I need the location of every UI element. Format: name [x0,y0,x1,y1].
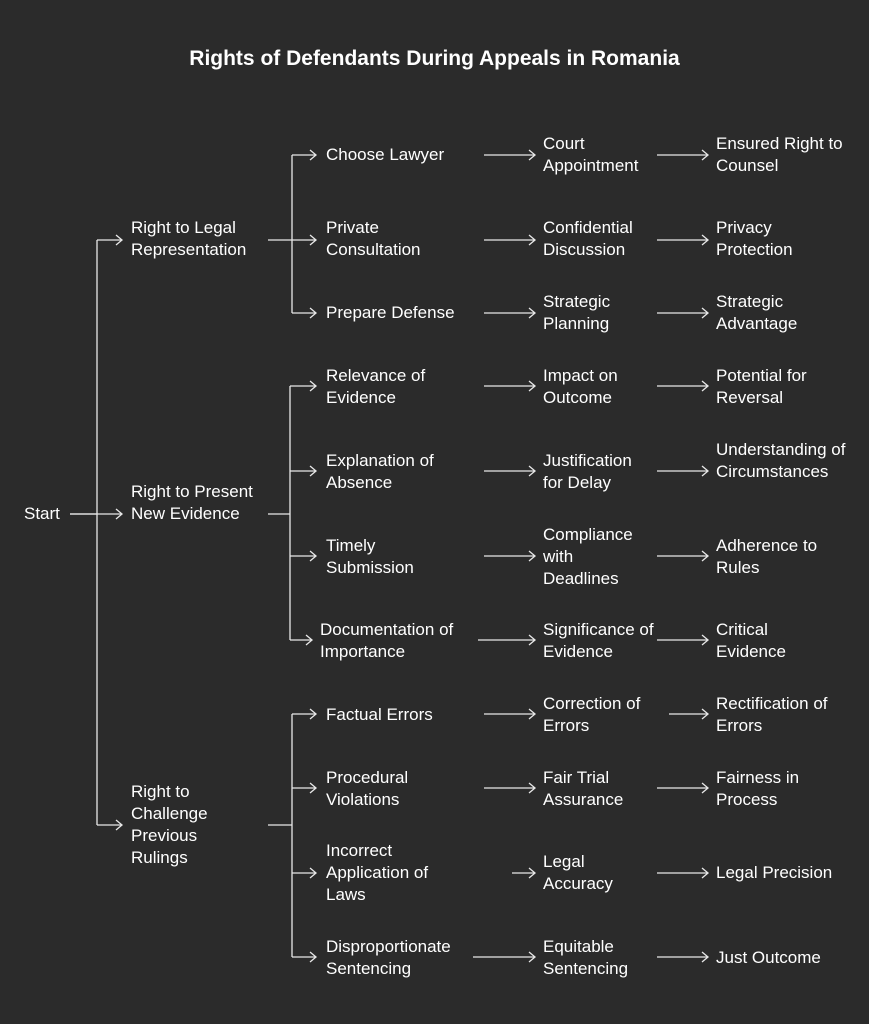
arrowhead [528,380,537,392]
leaf-node: Significance of Evidence [543,620,654,661]
leaf-node: Strategic Advantage [716,292,798,333]
leaf-node: Confidential Discussion [543,218,633,259]
arrowhead [701,234,710,246]
arrowhead [701,149,710,161]
arrowhead [309,234,318,246]
branch-node: Right to Present New Evidence [131,482,253,523]
leaf-node: Fairness in Process [716,768,800,809]
arrowhead [701,465,710,477]
arrowhead [305,634,314,646]
leaf-node: Justification for Delay [543,451,632,492]
leaf-node: Court Appointment [543,134,639,175]
arrowhead [309,149,318,161]
leaf-node: Factual Errors [326,705,433,724]
leaf-node: Adherence to Rules [716,536,818,577]
arrowhead [309,465,318,477]
arrowhead [701,550,710,562]
arrowhead [528,634,537,646]
arrowhead [309,708,318,720]
leaf-node: Just Outcome [716,948,821,967]
leaf-node: Rectification of Errors [716,694,828,735]
leaf-node: Privacy Protection [716,218,793,259]
arrowhead [701,307,710,319]
arrowhead [528,867,537,879]
leaf-node: Correction of Errors [543,694,641,735]
leaf-node: Impact on Outcome [543,366,618,407]
arrowhead [309,782,318,794]
arrowhead [528,782,537,794]
leaf-node: Ensured Right to Counsel [716,134,843,175]
root-node: Start [24,504,60,523]
arrowhead [528,307,537,319]
arrowhead [115,508,124,520]
arrowhead [528,149,537,161]
arrowhead [115,819,124,831]
arrowhead [528,465,537,477]
leaf-node: Documentation of Importance [320,620,454,661]
arrowhead [309,867,318,879]
arrowhead [115,234,124,246]
leaf-node: Timely Submission [326,536,414,577]
leaf-node: Prepare Defense [326,303,455,322]
arrowhead [701,380,710,392]
leaf-node: Understanding of Circumstances [716,440,846,481]
branch-node: Right to Challenge Previous Rulings [131,782,208,867]
leaf-node: Disproportionate Sentencing [326,937,451,978]
arrowhead [701,867,710,879]
diagram-title: Rights of Defendants During Appeals in R… [189,47,680,70]
leaf-node: Compliance with Deadlines [543,525,633,588]
leaf-node: Critical Evidence [716,620,786,661]
arrowhead [701,634,710,646]
leaf-node: Relevance of Evidence [326,366,426,407]
leaf-node: Explanation of Absence [326,451,434,492]
arrowhead [528,708,537,720]
leaf-node: Strategic Planning [543,292,611,333]
leaf-node: Private Consultation [326,218,421,259]
arrowhead [528,550,537,562]
arrowhead [701,782,710,794]
arrowhead [309,951,318,963]
leaf-node: Choose Lawyer [326,145,445,164]
leaf-node: Procedural Violations [326,768,409,809]
arrowhead [309,307,318,319]
arrowhead [309,550,318,562]
leaf-node: Equitable Sentencing [543,937,629,978]
arrowhead [309,380,318,392]
arrowhead [701,951,710,963]
leaf-node: Legal Accuracy [543,852,613,893]
arrowhead [528,951,537,963]
arrowhead [528,234,537,246]
leaf-node: Incorrect Application of Laws [326,841,429,904]
branch-node: Right to Legal Representation [131,218,247,259]
arrowhead [701,708,710,720]
leaf-node: Legal Precision [716,863,833,882]
leaf-node: Potential for Reversal [716,366,807,407]
leaf-node: Fair Trial Assurance [543,768,624,809]
